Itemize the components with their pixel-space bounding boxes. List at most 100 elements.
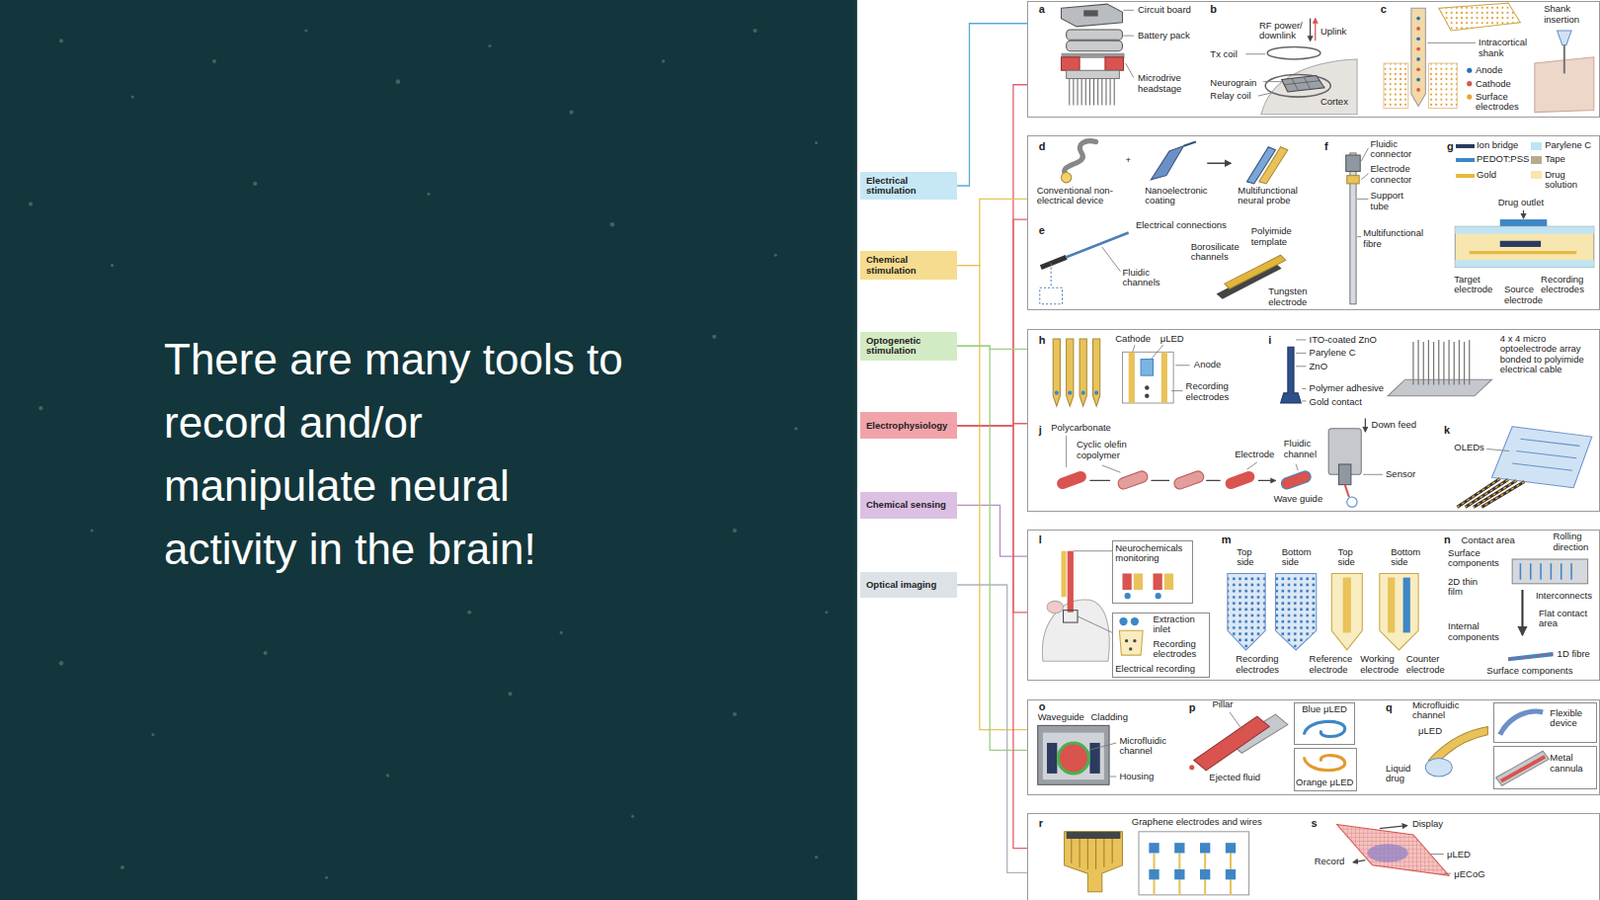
part-label: Working electrode: [1360, 653, 1408, 675]
process-arrow: [1089, 480, 1276, 481]
figure-panel: opqBlue μLEDOrange μLEDFlexible deviceMe…: [1027, 699, 1600, 796]
part-label: Rolling direction: [1552, 531, 1596, 553]
category-label: Optogenetic stimulation: [860, 331, 958, 361]
feed-arrow: [1364, 417, 1366, 431]
part-label: μLED: [1160, 333, 1185, 344]
zno-pillar: [1280, 346, 1302, 403]
fluidic-connector: [1346, 155, 1360, 172]
electrode-pad: [1174, 842, 1185, 853]
panel-letter: b: [1209, 2, 1217, 15]
part-label: Contact area: [1460, 535, 1515, 546]
part-label: Target electrode: [1453, 274, 1499, 296]
legend-swatch: [1455, 173, 1475, 178]
part-label: Recording electrodes: [1235, 653, 1292, 675]
connector-line: [957, 504, 1028, 557]
micro-led: [1140, 359, 1153, 377]
optrode-shank: [1052, 338, 1060, 406]
speckle: [610, 222, 616, 228]
recording-site: [1132, 639, 1136, 642]
cortex-blob: [1366, 843, 1408, 863]
shank-needle: [1563, 44, 1566, 74]
part-label: Cathode: [1115, 333, 1151, 344]
part-label: Uplink: [1320, 26, 1347, 37]
sensor-channel: [1133, 572, 1143, 590]
category-text: Optical imaging: [866, 579, 937, 590]
tungsten-electrode: [1216, 262, 1282, 299]
rolled-fibre: [1508, 653, 1553, 659]
legend-text: Gold: [1476, 169, 1497, 180]
connector-line: [957, 584, 1028, 873]
speckle: [386, 773, 390, 777]
inset-box: Metal cannula: [1493, 745, 1598, 789]
connector-line: [957, 265, 1028, 730]
panel-letter: c: [1380, 2, 1387, 15]
part-label: 4 x 4 micro optoelectrode array bonded t…: [1500, 333, 1597, 376]
cathode-site: [1416, 67, 1421, 72]
part-label: Circuit board: [1137, 4, 1192, 15]
coating-wire: [1183, 142, 1196, 147]
surface-electrode-grid: [1383, 63, 1409, 108]
panel-letter: n: [1443, 533, 1451, 546]
cannula-fibre: [1500, 754, 1546, 783]
parylene-layer: [1454, 226, 1595, 234]
leader-line: [1486, 448, 1510, 451]
panel-letter: j: [1039, 423, 1042, 436]
counter-trace: [1403, 577, 1411, 634]
leader-line: [1066, 435, 1299, 473]
optrode-shank: [1079, 338, 1087, 406]
inset-text: Blue μLED: [1301, 704, 1348, 715]
speckle: [794, 426, 798, 430]
fibre-stripe: [1508, 653, 1553, 659]
part-label: Polycarbonate: [1050, 422, 1112, 433]
anode-site: [1416, 16, 1421, 21]
surface-electrode-grid: [1428, 63, 1457, 108]
legend-text: PEDOT:PSS: [1476, 154, 1529, 164]
leader-line: [1229, 712, 1243, 731]
probe-shank: [1227, 572, 1266, 649]
part-label: Recording electrodes: [1186, 381, 1240, 402]
part-label: +: [1125, 155, 1132, 165]
thin-film: [1512, 559, 1588, 584]
category-text: Optogenetic stimulation: [866, 335, 954, 357]
array-base: [1387, 379, 1492, 397]
probe-tip: [1119, 630, 1143, 655]
leader-line: [1123, 9, 1134, 78]
part-label: Surface components: [1486, 665, 1573, 676]
category-label: Optical imaging: [860, 571, 958, 599]
electrode-pad: [1225, 869, 1236, 880]
speckle: [569, 110, 574, 115]
optrode-shank: [1066, 338, 1074, 406]
part-label: Ejected fluid: [1208, 772, 1261, 783]
part-label: Record: [1314, 856, 1346, 867]
part-label: Intracortical shank: [1478, 37, 1542, 59]
speckle: [661, 59, 665, 63]
part-label: Borosilicate channels: [1191, 241, 1248, 263]
fibre-preform: [1116, 469, 1149, 490]
part-label: RF power/ downlink: [1259, 20, 1304, 42]
speckle: [252, 181, 257, 186]
zoom-box: [1063, 610, 1078, 623]
part-label: Support tube: [1370, 190, 1414, 212]
connector-line: [957, 23, 1028, 186]
fibre-preform: [1054, 469, 1088, 490]
part-label: Tx coil: [1209, 49, 1237, 60]
part-label: Fluidic channels: [1121, 267, 1165, 289]
speckle: [774, 253, 778, 257]
category-text: Electrophysiology: [866, 420, 948, 431]
legend-swatch: [1530, 170, 1542, 179]
gold-trace: [1469, 250, 1577, 254]
zoom-box: [1040, 287, 1063, 305]
speckle: [131, 95, 135, 99]
recording-site: [1144, 393, 1150, 399]
electrode-pad: [1174, 869, 1185, 880]
liquid-drug: [1425, 757, 1452, 777]
speckle: [212, 59, 217, 64]
part-label: Flat contact area: [1538, 608, 1595, 630]
polyimide-template: [1224, 254, 1286, 289]
zoom-line: [1050, 262, 1052, 288]
probe-shank: [1066, 232, 1129, 257]
speckle: [508, 691, 513, 696]
part-label: Multifunctional neural probe: [1237, 185, 1311, 207]
part-label: Electrode connector: [1370, 163, 1431, 185]
